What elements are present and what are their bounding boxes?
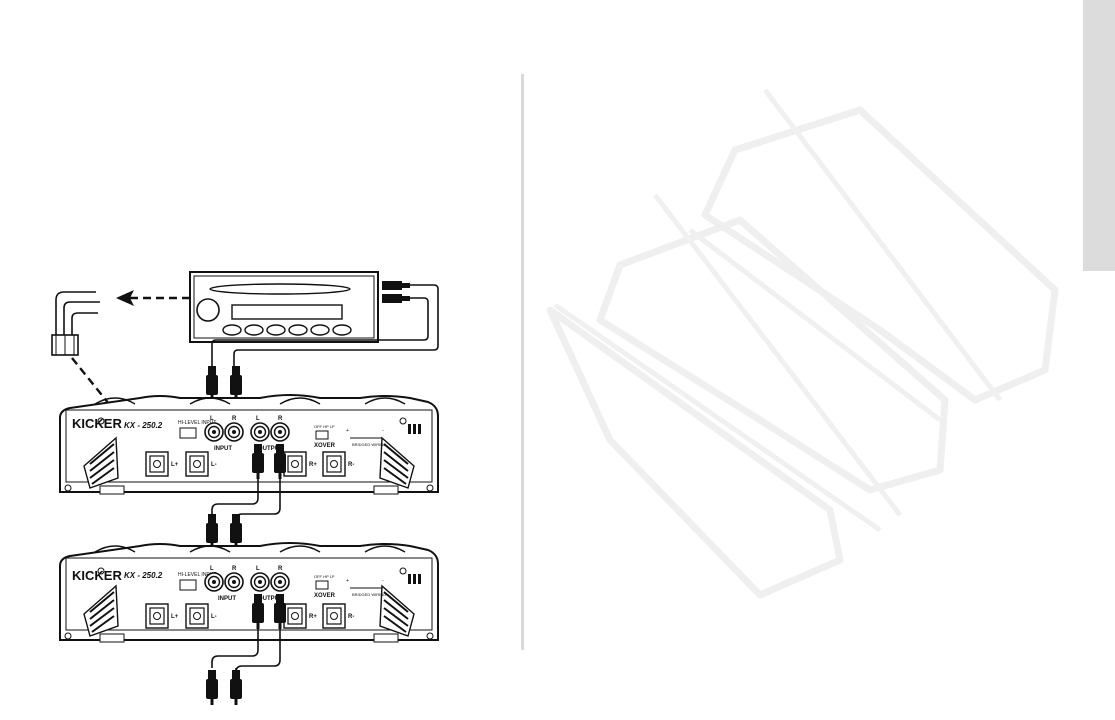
output-jack-r xyxy=(270,422,290,442)
output-jack-l xyxy=(250,572,270,592)
svg-text:R+: R+ xyxy=(309,614,317,620)
input-jack-l xyxy=(204,422,224,442)
output-jack-l xyxy=(250,422,270,442)
rca-plug-icon xyxy=(228,668,244,707)
svg-text:R: R xyxy=(278,566,283,572)
rca-plug-icon xyxy=(204,512,220,551)
svg-text:L-: L- xyxy=(211,614,217,620)
speaker-terminal xyxy=(322,451,346,477)
brand-logo: KICKER xyxy=(72,568,122,583)
model-label: KX - 250.2 xyxy=(124,571,163,580)
rca-plug-icon xyxy=(382,281,410,303)
svg-text:L-: L- xyxy=(211,462,217,468)
bridged-wiring-label: BRIDGED WIRING xyxy=(352,442,386,447)
svg-text:+: + xyxy=(346,428,349,434)
svg-text:L: L xyxy=(210,416,214,422)
xover-label: XOVER xyxy=(314,443,336,449)
svg-text:L: L xyxy=(256,566,260,572)
car-stereo-head-unit-icon xyxy=(189,271,379,343)
input-jack-l xyxy=(204,572,224,592)
kx-badge xyxy=(408,424,421,434)
input-label: INPUT xyxy=(214,446,232,452)
svg-text:OFF HP LP: OFF HP LP xyxy=(314,424,335,429)
kx-badge xyxy=(408,574,421,584)
svg-text:L: L xyxy=(210,566,214,572)
speaker-terminal xyxy=(145,603,169,629)
amplifier-1: KICKER KX - 250.2 HI-LEVEL INPUT L R INP… xyxy=(59,394,439,495)
xover-label: XOVER xyxy=(314,593,336,599)
brand-logo: KICKER xyxy=(72,416,122,431)
speaker-terminal xyxy=(322,603,346,629)
output-label: OUTPUT xyxy=(258,596,283,602)
speaker-terminal xyxy=(145,451,169,477)
speaker-terminal xyxy=(283,603,307,629)
column-divider xyxy=(521,74,524,650)
svg-text:R-: R- xyxy=(348,614,354,620)
rca-plug-icon xyxy=(204,668,220,707)
hi-level-label: HI-LEVEL INPUT xyxy=(178,572,216,578)
svg-text:L: L xyxy=(256,416,260,422)
hi-level-label: HI-LEVEL INPUT xyxy=(178,420,216,426)
svg-text:R+: R+ xyxy=(309,462,317,468)
bridged-wiring-label: BRIDGED WIRING xyxy=(352,592,386,597)
amplifier-2: KICKER KX - 250.2 HI-LEVEL INPUT L R INP… xyxy=(59,542,439,643)
svg-text:L+: L+ xyxy=(171,614,179,620)
rca-plug-icon xyxy=(228,512,244,551)
input-jack-r xyxy=(224,572,244,592)
speaker-terminal xyxy=(185,451,209,477)
output-jack-r xyxy=(270,572,290,592)
svg-text:-: - xyxy=(382,578,384,584)
svg-text:R-: R- xyxy=(348,462,354,468)
model-label: KX - 250.2 xyxy=(124,421,163,430)
speaker-terminal xyxy=(283,451,307,477)
hi-level-wire-harness-icon xyxy=(51,291,100,356)
output-label: OUTPUT xyxy=(258,446,283,452)
rca-plug-icon xyxy=(204,364,220,403)
side-tab xyxy=(1083,0,1115,271)
svg-text:OFF HP LP: OFF HP LP xyxy=(314,574,335,579)
input-jack-r xyxy=(224,422,244,442)
input-label: INPUT xyxy=(218,596,236,602)
svg-text:+: + xyxy=(346,578,349,584)
svg-text:R: R xyxy=(232,566,237,572)
speaker-terminal xyxy=(185,603,209,629)
svg-text:R: R xyxy=(278,416,283,422)
svg-text:-: - xyxy=(382,428,384,434)
svg-text:L+: L+ xyxy=(171,462,179,468)
svg-text:R: R xyxy=(232,416,237,422)
rca-plug-icon xyxy=(228,364,244,403)
